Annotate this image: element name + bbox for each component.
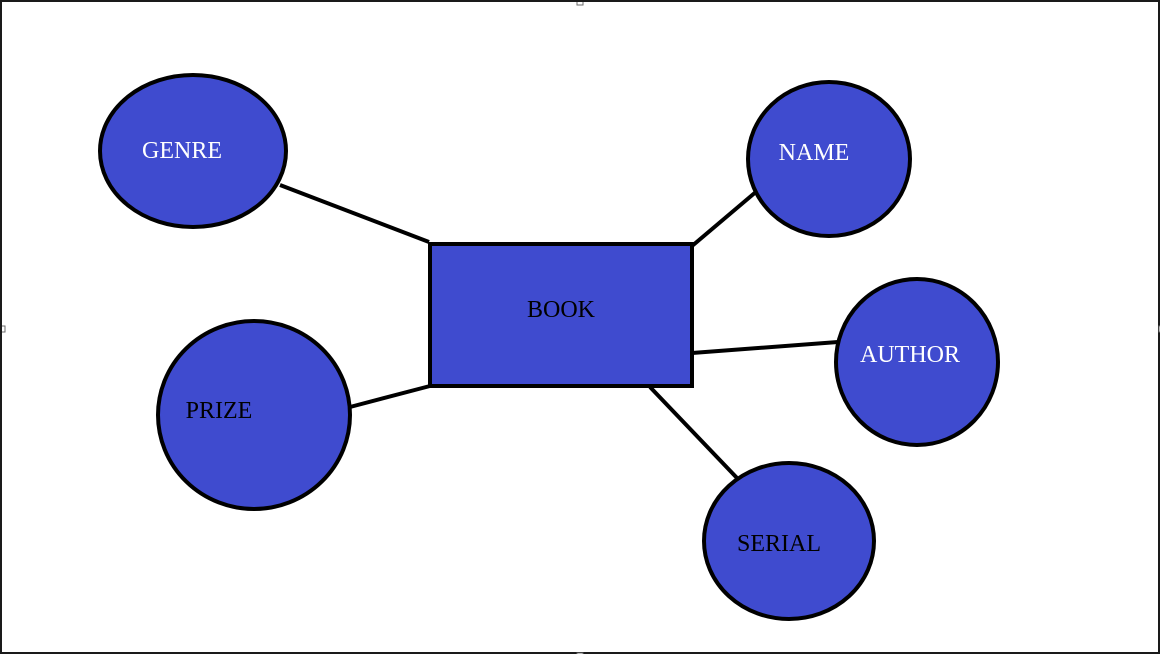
entity-book-box (428, 242, 694, 388)
attribute-author-label: AUTHOR (860, 342, 960, 368)
connector-author (691, 340, 839, 355)
connector-serial (648, 385, 739, 480)
attribute-genre[interactable]: GENRE (98, 73, 288, 229)
frame-handle-left[interactable] (2, 325, 6, 333)
entity-book[interactable]: BOOK (428, 242, 694, 388)
attribute-name-label: NAME (779, 140, 850, 166)
attribute-prize-label: PRIZE (186, 398, 253, 424)
attribute-serial-ellipse (702, 461, 876, 621)
attribute-author[interactable]: AUTHOR (834, 277, 1000, 447)
attribute-prize[interactable]: PRIZE (156, 319, 352, 511)
attribute-name[interactable]: NAME (746, 80, 912, 238)
attribute-serial-label: SERIAL (737, 531, 821, 557)
attribute-name-ellipse (746, 80, 912, 238)
connector-name (690, 189, 759, 248)
frame-handle-top[interactable] (576, 2, 584, 6)
attribute-prize-ellipse (156, 319, 352, 511)
attribute-serial[interactable]: SERIAL (702, 461, 876, 621)
attribute-genre-label: GENRE (142, 138, 222, 164)
connectors (279, 183, 839, 480)
attribute-author-ellipse (834, 277, 1000, 447)
connector-prize (349, 384, 431, 409)
attribute-genre-ellipse (98, 73, 288, 229)
entity-book-label: BOOK (527, 297, 596, 323)
connector-genre (279, 183, 430, 244)
